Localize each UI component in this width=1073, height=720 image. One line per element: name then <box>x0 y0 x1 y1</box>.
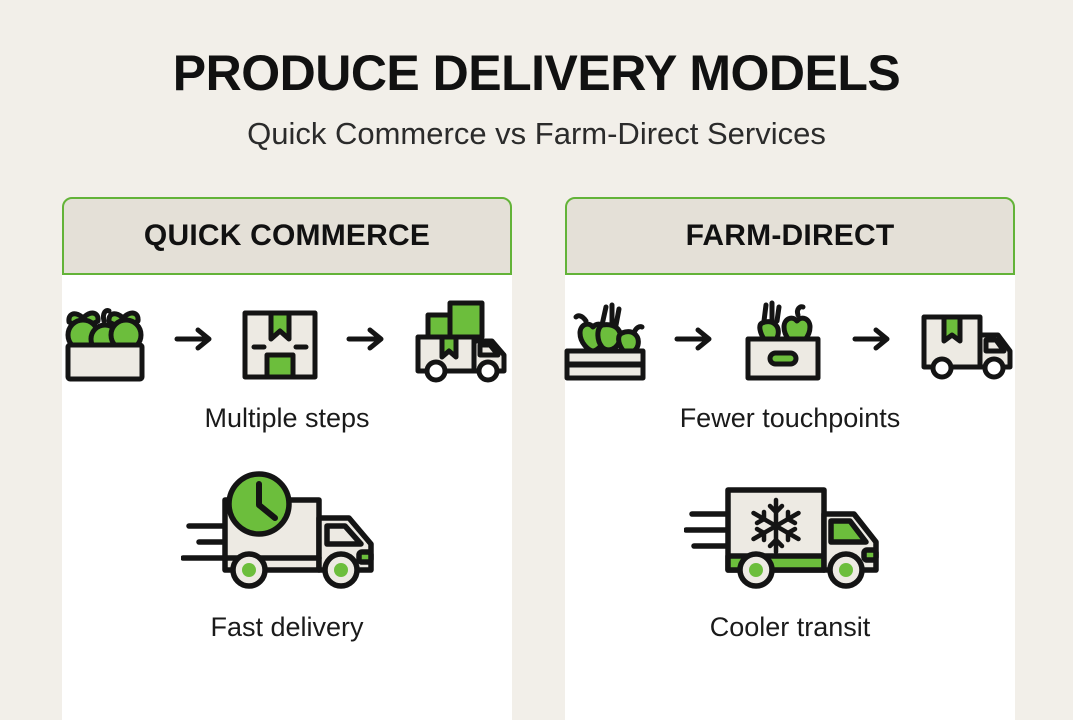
row-caption-cooler-transit: Cooler transit <box>709 612 871 642</box>
column-body-farm-direct: Fewer touchpoints <box>562 275 1018 720</box>
column-farm-direct: FARM-DIRECT <box>562 197 1018 720</box>
handle-box-icon <box>740 295 826 383</box>
column-header-quick-commerce: QUICK COMMERCE <box>62 197 512 275</box>
icon-row-fast-delivery <box>181 464 393 594</box>
arrow-right-icon <box>346 326 386 352</box>
arrow-right-icon <box>852 326 892 352</box>
loaded-truck-icon <box>412 295 512 383</box>
icon-row-multiple-steps <box>62 293 512 385</box>
row-multiple-steps: Multiple steps <box>62 275 512 434</box>
column-header-farm-direct: FARM-DIRECT <box>565 197 1015 275</box>
column-quick-commerce: QUICK COMMERCE <box>62 197 512 720</box>
row-caption-fast-delivery: Fast delivery <box>210 612 364 642</box>
row-cooler-transit: Cooler transit <box>684 434 896 643</box>
icon-row-fewer-touchpoints <box>562 293 1018 385</box>
row-caption-multiple-steps: Multiple steps <box>204 403 370 433</box>
page-subtitle: Quick Commerce vs Farm-Direct Services <box>247 116 826 151</box>
column-header-label: QUICK COMMERCE <box>143 219 431 252</box>
column-header-label: FARM-DIRECT <box>685 219 895 252</box>
produce-crate-icon <box>62 295 148 383</box>
farm-crate-icon <box>562 295 648 383</box>
packed-box-icon <box>240 295 320 383</box>
page-title: PRODUCE DELIVERY MODELS <box>172 45 901 101</box>
column-body-quick-commerce: Multiple steps <box>62 275 512 720</box>
fast-delivery-truck-icon <box>181 464 393 594</box>
ribbon-truck-icon <box>918 295 1018 383</box>
refrigerated-truck-icon <box>684 464 896 594</box>
title-block: PRODUCE DELIVERY MODELS Quick Commerce v… <box>0 48 1073 149</box>
arrow-right-icon <box>174 326 214 352</box>
arrow-right-icon <box>674 326 714 352</box>
icon-row-cooler-transit <box>684 464 896 594</box>
comparison-columns: QUICK COMMERCE <box>62 197 1015 720</box>
row-caption-fewer-touchpoints: Fewer touchpoints <box>679 403 901 433</box>
row-fewer-touchpoints: Fewer touchpoints <box>562 275 1018 434</box>
row-fast-delivery: Fast delivery <box>181 434 393 643</box>
